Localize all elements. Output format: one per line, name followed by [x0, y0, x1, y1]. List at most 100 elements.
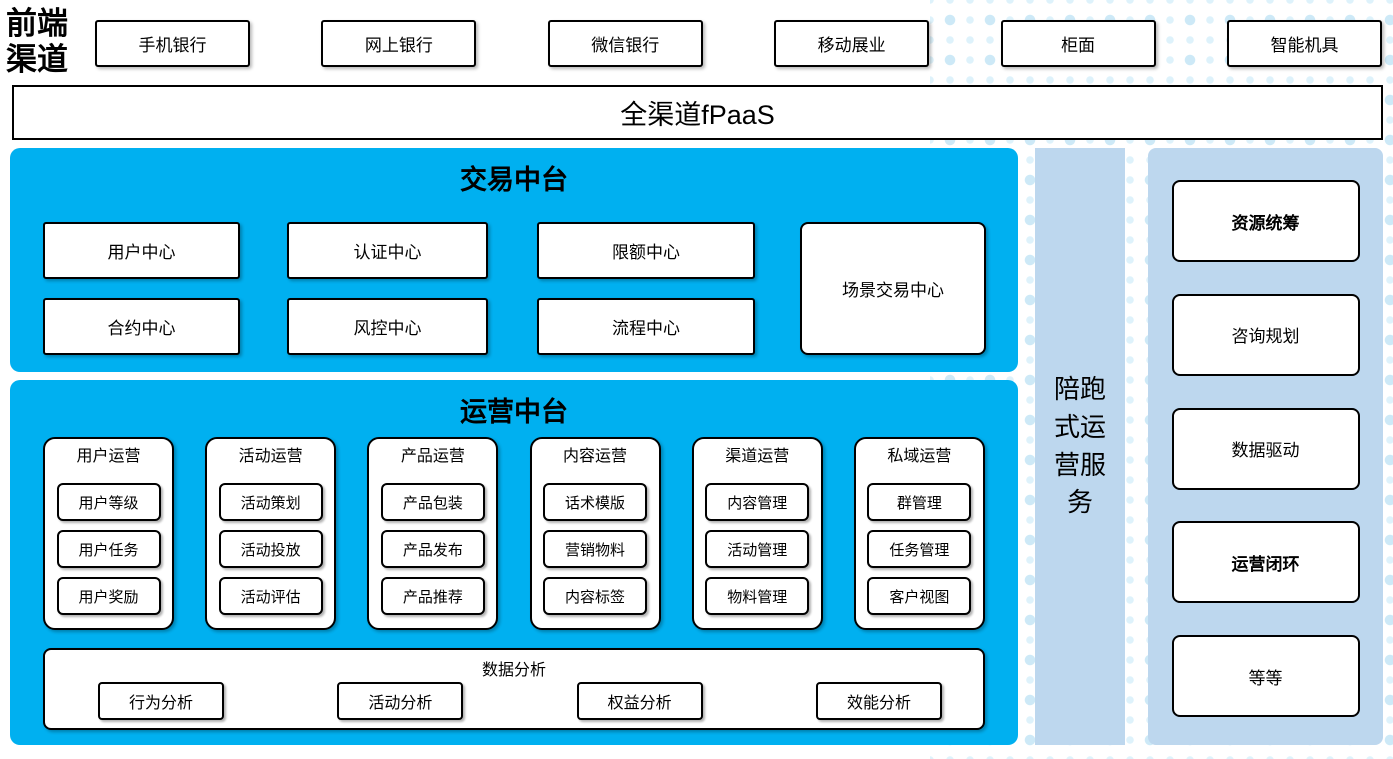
channel-box-counter: 柜面 [1000, 20, 1156, 67]
group-item-label: 客户视图 [889, 588, 950, 606]
analysis-item-label: 效能分析 [846, 695, 911, 712]
group-item-label: 产品发布 [402, 541, 463, 559]
service-box-etc: 等等 [1171, 635, 1360, 717]
trade-box-label: 认证中心 [353, 243, 422, 262]
fpaas-bar: 全渠道fPaaS [12, 85, 1383, 140]
channel-label: 微信银行 [591, 36, 660, 55]
channel-label: 手机银行 [138, 36, 207, 55]
group-item-label: 内容管理 [727, 494, 788, 512]
group-item-label: 营销物料 [565, 541, 626, 559]
channel-box-wechat-banking: 微信银行 [547, 20, 703, 67]
group-item-label: 用户任务 [78, 541, 139, 559]
group-title: 私域运营 [887, 448, 952, 465]
group-item-label: 活动评估 [240, 588, 301, 606]
group-item: 内容管理 [705, 483, 810, 521]
service-box-consulting-planning: 咨询规划 [1171, 293, 1360, 376]
group-item-label: 内容标签 [565, 588, 626, 606]
group-item: 物料管理 [705, 577, 810, 615]
trade-box-label: 风控中心 [353, 319, 422, 338]
fpaas-label: 全渠道fPaaS [620, 100, 775, 130]
group-item-label: 用户奖励 [78, 588, 139, 606]
trade-box-limit-center: 限额中心 [537, 222, 755, 279]
group-item: 群管理 [867, 483, 972, 521]
trade-box-auth-center: 认证中心 [287, 222, 488, 279]
trade-box-label: 流程中心 [612, 319, 680, 338]
data-analysis-title: 数据分析 [481, 662, 546, 679]
group-item-label: 群管理 [896, 494, 942, 512]
channel-box-smart-machine: 智能机具 [1226, 20, 1382, 67]
trade-platform-panel: 交易中台 用户中心 认证中心 限额中心 合约中心 风控中心 流程中心 场景交易中… [10, 148, 1018, 372]
trade-box-user-center: 用户中心 [43, 222, 240, 279]
trade-box-process-center: 流程中心 [537, 298, 755, 355]
analysis-item-behavior: 行为分析 [98, 682, 224, 720]
group-item: 活动管理 [705, 530, 810, 568]
group-item-label: 话术模版 [565, 494, 626, 512]
operation-platform-panel: 运营中台 用户运营 用户等级 用户任务 用户奖励 活动运营 活动策划 活动投放 … [10, 380, 1018, 745]
group-channel-operation: 渠道运营 内容管理 活动管理 物料管理 [691, 437, 823, 630]
group-title: 活动运营 [238, 448, 303, 465]
trade-box-label: 限额中心 [612, 243, 680, 262]
group-item: 话术模版 [543, 483, 648, 521]
group-activity-operation: 活动运营 活动策划 活动投放 活动评估 [205, 437, 337, 630]
group-user-operation: 用户运营 用户等级 用户任务 用户奖励 [43, 437, 174, 630]
trade-box-label: 场景交易中心 [842, 281, 944, 300]
group-item: 活动投放 [218, 530, 323, 568]
services-panel: 资源统筹 咨询规划 数据驱动 运营闭环 等等 [1148, 148, 1383, 745]
group-item: 内容标签 [543, 577, 648, 615]
group-item: 产品包装 [380, 483, 485, 521]
operation-groups: 用户运营 用户等级 用户任务 用户奖励 活动运营 活动策划 活动投放 活动评估 … [43, 437, 985, 630]
data-analysis-items: 行为分析 活动分析 权益分析 效能分析 [45, 682, 983, 720]
group-item: 产品推荐 [380, 577, 485, 615]
channel-label: 网上银行 [364, 36, 433, 55]
group-item: 产品发布 [380, 530, 485, 568]
analysis-item-label: 活动分析 [368, 695, 433, 712]
group-item: 活动评估 [218, 577, 323, 615]
trade-box-label: 用户中心 [107, 243, 176, 262]
service-label: 等等 [1248, 668, 1283, 688]
group-item-label: 产品推荐 [402, 588, 463, 606]
data-analysis-box: 数据分析 行为分析 活动分析 权益分析 效能分析 [43, 648, 985, 730]
analysis-item-label: 权益分析 [607, 695, 672, 712]
accompanying-service-label: 陪跑式运营服务 [1053, 374, 1106, 518]
channel-box-mobile-marketing: 移动展业 [774, 20, 930, 67]
service-label: 数据驱动 [1231, 441, 1300, 460]
trade-box-scenario-center: 场景交易中心 [800, 222, 986, 355]
channel-label: 移动展业 [817, 36, 886, 55]
trade-box-risk-center: 风控中心 [287, 298, 488, 355]
channel-box-online-banking: 网上银行 [321, 20, 477, 67]
group-item-label: 活动管理 [727, 541, 788, 559]
group-item-label: 物料管理 [727, 588, 788, 606]
trade-box-contract-center: 合约中心 [43, 298, 240, 355]
group-title: 渠道运营 [725, 448, 790, 465]
channel-row: 手机银行 网上银行 微信银行 移动展业 柜面 智能机具 [95, 20, 1382, 67]
group-private-domain-operation: 私域运营 群管理 任务管理 客户视图 [853, 437, 985, 630]
analysis-item-efficiency: 效能分析 [815, 682, 942, 720]
analysis-item-label: 行为分析 [128, 695, 193, 712]
group-title: 内容运营 [563, 448, 628, 465]
group-title: 用户运营 [76, 448, 141, 465]
group-item-label: 任务管理 [889, 541, 950, 559]
group-item: 客户视图 [867, 577, 972, 615]
group-title: 产品运营 [400, 448, 465, 465]
channel-label: 智能机具 [1270, 36, 1339, 55]
trade-box-label: 合约中心 [107, 319, 176, 338]
group-item: 用户任务 [56, 530, 161, 568]
group-item: 任务管理 [867, 530, 972, 568]
service-box-data-driven: 数据驱动 [1171, 407, 1360, 490]
service-box-resource-coordination: 资源统筹 [1171, 180, 1360, 262]
group-product-operation: 产品运营 产品包装 产品发布 产品推荐 [367, 437, 499, 630]
group-item-label: 产品包装 [402, 494, 463, 512]
channel-box-mobile-banking: 手机银行 [95, 20, 250, 67]
analysis-item-activity: 活动分析 [337, 682, 464, 720]
group-item: 用户等级 [56, 483, 161, 521]
group-item: 营销物料 [543, 530, 648, 568]
group-item-label: 用户等级 [78, 494, 139, 512]
accompanying-service-strip: 陪跑式运营服务 [1035, 148, 1125, 745]
group-item-label: 活动投放 [240, 541, 301, 559]
group-content-operation: 内容运营 话术模版 营销物料 内容标签 [529, 437, 661, 630]
service-label: 资源统筹 [1231, 213, 1300, 233]
service-label: 运营闭环 [1231, 554, 1300, 574]
service-box-operation-loop: 运营闭环 [1171, 521, 1360, 604]
operation-platform-title: 运营中台 [460, 397, 568, 427]
trade-platform-title: 交易中台 [460, 165, 568, 195]
